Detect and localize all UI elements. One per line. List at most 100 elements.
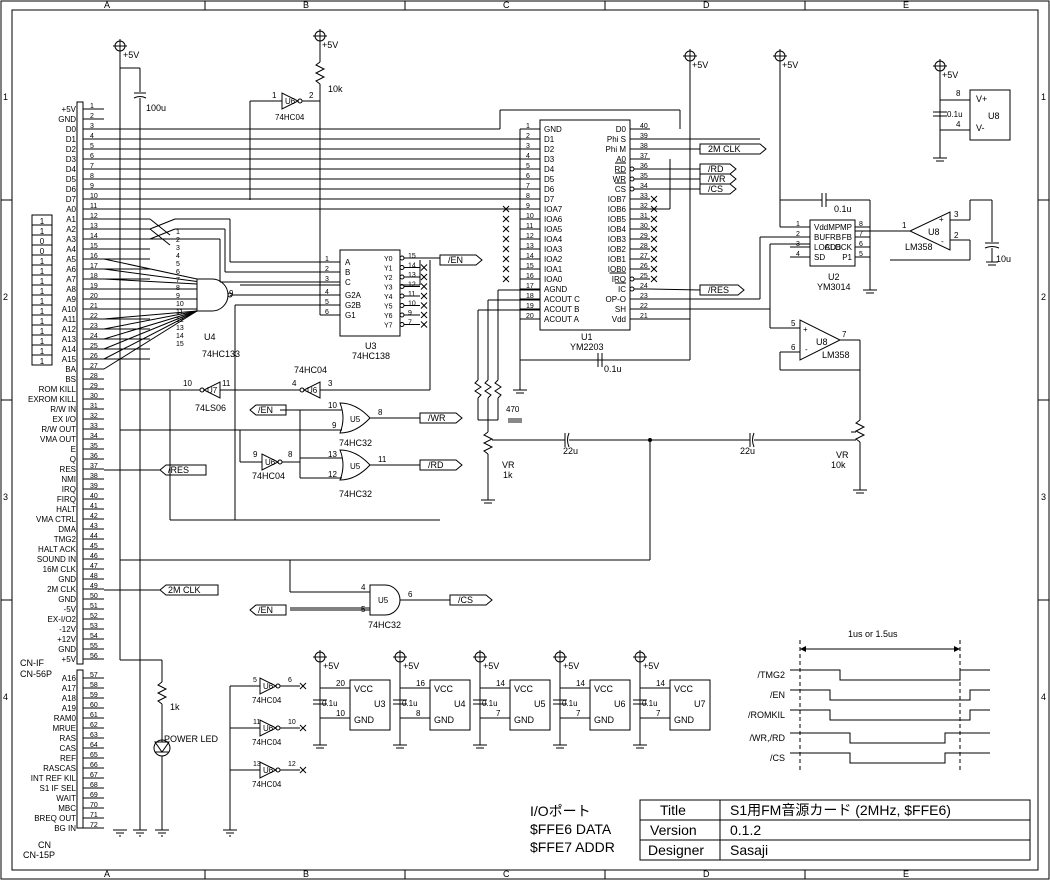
u3-pin-label: Y3 bbox=[384, 285, 393, 292]
u1-pin-number: 4 bbox=[526, 153, 530, 160]
connector-pin-label: WAIT bbox=[56, 794, 76, 803]
connector-pin-label: DMA bbox=[58, 525, 76, 534]
svg-text:VCC: VCC bbox=[354, 684, 374, 694]
svg-text:7: 7 bbox=[656, 709, 661, 718]
svg-text:0.1u: 0.1u bbox=[642, 699, 658, 708]
dip-bit: 1 bbox=[40, 227, 45, 236]
svg-text:6: 6 bbox=[288, 677, 292, 684]
u1-pin-label: D6 bbox=[544, 185, 555, 194]
connector-pin-label: E bbox=[71, 445, 76, 454]
svg-text:12: 12 bbox=[328, 470, 337, 479]
connector-pin-label: IRQ bbox=[62, 485, 76, 494]
u2-pin-number: 8 bbox=[859, 221, 863, 228]
connector-pin-number: 6 bbox=[90, 153, 94, 160]
u4-pin-number: 6 bbox=[176, 269, 180, 276]
net-label: /CS bbox=[449, 594, 493, 606]
svg-text:22u: 22u bbox=[740, 446, 755, 456]
svg-text:14: 14 bbox=[656, 679, 665, 688]
connector-pin-number: 49 bbox=[90, 583, 98, 590]
connector-pin-label: A3 bbox=[66, 235, 76, 244]
svg-text:/RD: /RD bbox=[428, 460, 444, 470]
connector-pin-label: CAS bbox=[60, 744, 76, 753]
connector-pin-label: GND bbox=[58, 575, 76, 584]
u3-pin-number: 3 bbox=[325, 276, 329, 283]
connector-pin-number: 59 bbox=[90, 692, 98, 699]
connector-pin-label: +5V bbox=[62, 105, 77, 114]
u1-pin-label: AGND bbox=[544, 285, 567, 294]
connector-pin-number: 3 bbox=[90, 123, 94, 130]
svg-text:/EN: /EN bbox=[258, 405, 273, 415]
connector-pin-number: 32 bbox=[90, 413, 98, 420]
connector-pin-label: +5V bbox=[62, 655, 77, 664]
svg-text:U6: U6 bbox=[265, 458, 276, 467]
net-label: /RD bbox=[699, 163, 737, 175]
u1-pin-number: 21 bbox=[640, 313, 648, 320]
svg-text:74HC04: 74HC04 bbox=[252, 471, 285, 481]
connector-pin-number: 1 bbox=[90, 103, 94, 110]
u1-pin-number: 32 bbox=[640, 203, 648, 210]
u1-pins: GND1D12D23D34D45D56D67D78IOA79IOA610IOA5… bbox=[478, 123, 810, 390]
vcc-symbol-u8: +5V bbox=[933, 59, 958, 80]
connector-pin-label: D6 bbox=[66, 185, 77, 194]
u3-pin-number: 15 bbox=[408, 253, 416, 260]
svg-text:9: 9 bbox=[253, 450, 258, 459]
col-label-d-bottom: D bbox=[703, 869, 710, 879]
u3-pin-label: Y7 bbox=[384, 323, 393, 330]
svg-text:U6: U6 bbox=[263, 724, 274, 733]
u1-pin-label: IOA2 bbox=[544, 255, 563, 264]
u1-pin-number: 18 bbox=[526, 293, 534, 300]
u1-pin-number: 33 bbox=[640, 193, 648, 200]
svg-text:0.1u: 0.1u bbox=[947, 110, 963, 119]
opamp-lm358-mixer: U8 LM358 +- 567 bbox=[769, 243, 861, 420]
svg-text:U5: U5 bbox=[378, 596, 389, 605]
connector-pin-number: 24 bbox=[90, 333, 98, 340]
u3-pin-number: 4 bbox=[325, 289, 329, 296]
connector-pin-number: 51 bbox=[90, 603, 98, 610]
timing-signal-label: /EN bbox=[770, 690, 785, 700]
u1-pin-label: OP-O bbox=[606, 295, 626, 304]
u4-pin-number: 14 bbox=[176, 333, 184, 340]
svg-text:U5: U5 bbox=[534, 699, 546, 709]
u1-pin-label: IOB2 bbox=[608, 245, 627, 254]
connector-pin-number: 72 bbox=[90, 822, 98, 829]
connector-pin-label: D0 bbox=[66, 125, 77, 134]
connector-pin-label: A5 bbox=[66, 255, 76, 264]
connector-pin-number: 33 bbox=[90, 423, 98, 430]
svg-text:11: 11 bbox=[253, 719, 260, 726]
svg-text:4: 4 bbox=[361, 583, 366, 592]
u3-pin-number: 2 bbox=[325, 266, 329, 273]
u3-pin-label: Y4 bbox=[384, 294, 393, 301]
connector-pin-number: 66 bbox=[90, 762, 98, 769]
designer-label: Designer bbox=[648, 842, 704, 858]
connector-pin-label: RES bbox=[60, 465, 76, 474]
u4-pin-number: 2 bbox=[176, 237, 180, 244]
u1-pin-number: 13 bbox=[526, 243, 534, 250]
svg-text:VCC: VCC bbox=[514, 684, 534, 694]
u3-pin-number: 6 bbox=[325, 309, 329, 316]
connector-pin-label: R/W OUT bbox=[41, 425, 76, 434]
svg-text:/CS: /CS bbox=[458, 595, 473, 605]
svg-text:8: 8 bbox=[416, 709, 421, 718]
dip-bit: 1 bbox=[40, 337, 45, 346]
svg-text:U4: U4 bbox=[454, 699, 466, 709]
svg-text:74HC32: 74HC32 bbox=[339, 438, 372, 448]
io-note-addr: $FFE7 ADDR bbox=[530, 839, 615, 855]
svg-text:U6: U6 bbox=[307, 386, 318, 395]
net-label: /RES bbox=[159, 464, 207, 476]
svg-text:11: 11 bbox=[378, 455, 387, 464]
dip-bit: 1 bbox=[40, 257, 45, 266]
svg-text:20: 20 bbox=[336, 679, 345, 688]
row-label-2-right: 2 bbox=[1041, 292, 1046, 302]
connector-pin-label: A2 bbox=[66, 225, 76, 234]
connector-pin-label: Q bbox=[70, 455, 76, 464]
u3-pin-label: Y0 bbox=[384, 256, 393, 263]
svg-text:U5: U5 bbox=[350, 462, 361, 471]
svg-text:4: 4 bbox=[292, 379, 297, 388]
